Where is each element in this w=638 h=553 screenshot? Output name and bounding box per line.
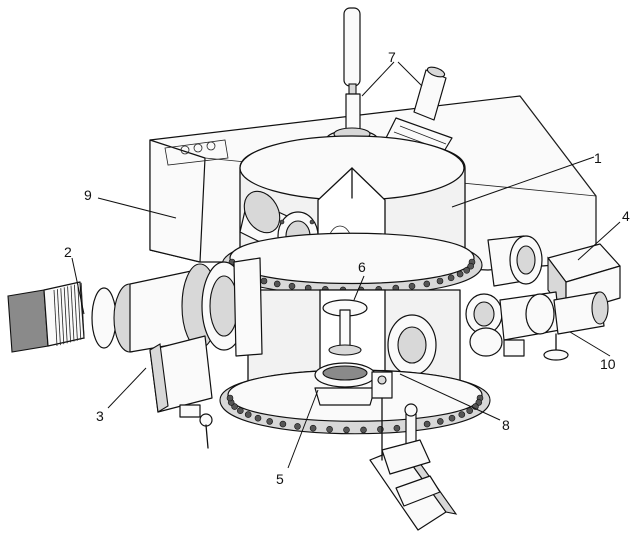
flange-bolt bbox=[309, 424, 317, 432]
flange-bolt bbox=[475, 399, 483, 406]
flange-bolt bbox=[423, 420, 431, 428]
flange-bolt bbox=[466, 407, 474, 415]
flange-bolt bbox=[448, 414, 456, 422]
flange-bolt bbox=[294, 423, 301, 430]
sample-stage bbox=[314, 299, 376, 406]
flange-bolt bbox=[393, 424, 401, 432]
flange-bolt bbox=[458, 411, 466, 418]
left-pump-assembly bbox=[7, 257, 263, 449]
flange-bolt bbox=[288, 282, 296, 290]
flange-bolt bbox=[244, 411, 252, 418]
flange-bolt bbox=[456, 270, 464, 278]
flange-bolt bbox=[226, 394, 234, 402]
upper-flange-ring bbox=[221, 232, 483, 296]
flange-bolt bbox=[237, 407, 244, 415]
flange-bolt bbox=[326, 425, 333, 433]
front-rail-manipulator bbox=[369, 371, 458, 531]
flange-bolt bbox=[231, 403, 238, 410]
pump-rib bbox=[63, 287, 68, 344]
pump-rib bbox=[70, 285, 75, 342]
callout-7: 7 bbox=[388, 49, 396, 65]
flange-bolt bbox=[423, 280, 431, 288]
right-valve-assembly bbox=[465, 235, 621, 361]
flange-bolt bbox=[463, 266, 471, 274]
callout-1: 1 bbox=[594, 150, 602, 166]
callout-3: 3 bbox=[96, 408, 104, 424]
callout-5: 5 bbox=[276, 471, 284, 487]
pump-rib bbox=[74, 284, 78, 341]
flange-bolt bbox=[447, 274, 455, 282]
callout-9: 9 bbox=[84, 187, 92, 203]
pump-rib bbox=[53, 289, 58, 347]
callout-6: 6 bbox=[358, 259, 366, 275]
callout-leaders bbox=[71, 61, 621, 469]
flange-bolt bbox=[436, 277, 444, 285]
flange-bolt bbox=[408, 282, 416, 290]
flange-bolt bbox=[260, 277, 268, 285]
pump-rib bbox=[57, 289, 61, 346]
callout-4: 4 bbox=[622, 208, 630, 224]
pump-rib bbox=[67, 286, 71, 343]
flange-bolt bbox=[467, 262, 475, 270]
pump-rib bbox=[77, 283, 82, 340]
callout-2: 2 bbox=[64, 244, 72, 260]
pump-rib bbox=[60, 288, 65, 345]
flange-bolt bbox=[273, 280, 281, 288]
callout-8: 8 bbox=[502, 417, 510, 433]
flange-bolt bbox=[436, 418, 444, 425]
flange-bolt bbox=[266, 418, 274, 425]
flange-bolt bbox=[343, 426, 350, 434]
flange-bolt bbox=[254, 414, 262, 422]
flange-bolt bbox=[279, 420, 287, 428]
pump-rib bbox=[80, 282, 85, 339]
flange-bolt bbox=[360, 426, 367, 434]
callout-labels: 1 2 3 4 5 6 7 8 9 10 bbox=[64, 49, 630, 487]
callout-10: 10 bbox=[600, 356, 616, 372]
